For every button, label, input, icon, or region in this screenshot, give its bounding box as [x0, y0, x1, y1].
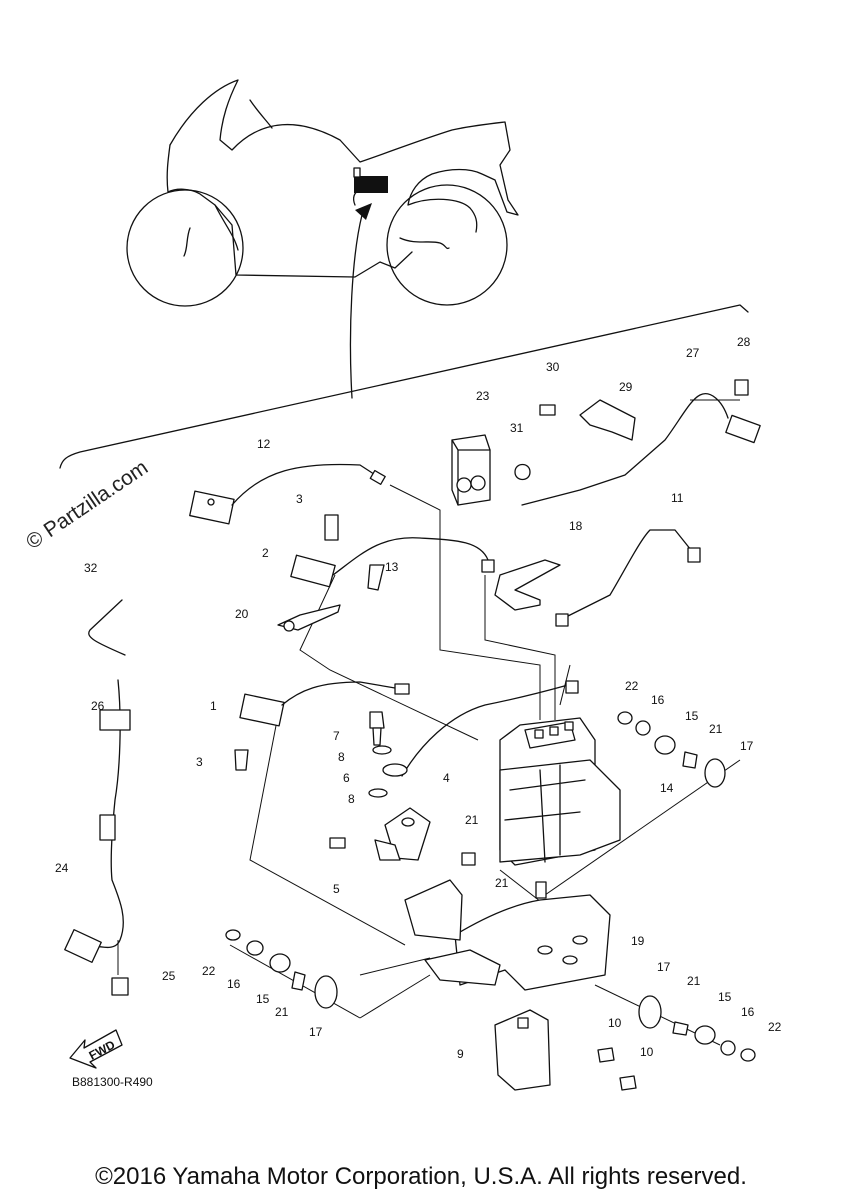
callout-10: 10: [608, 1016, 622, 1030]
callout-21: 21: [465, 813, 479, 827]
callout-4: 4: [443, 771, 450, 785]
diagram-code: B881300-R490: [72, 1075, 153, 1089]
callout-20: 20: [235, 607, 249, 621]
part-11-brake-hose: [555, 529, 701, 627]
callout-3: 3: [196, 755, 203, 769]
callout-16: 16: [741, 1005, 755, 1019]
callout-6: 6: [343, 771, 350, 785]
callout-28: 28: [737, 335, 751, 349]
callout-5: 5: [333, 882, 340, 896]
parts-6-7-8-union-bolt: [368, 711, 408, 798]
callout-17: 17: [657, 960, 671, 974]
part-27-rear-sensor-harness: [514, 379, 761, 506]
callout-12: 12: [257, 437, 271, 451]
part-2-bracket-assembly: [277, 514, 495, 632]
part-19-mounting-bracket: [404, 879, 611, 991]
callout-32: 32: [84, 561, 98, 575]
callout-24: 24: [55, 861, 69, 875]
motorcycle-outline: [126, 79, 519, 399]
grommet-set-lower: [638, 995, 756, 1062]
callout-21: 21: [495, 876, 509, 890]
callout-17: 17: [740, 739, 754, 753]
part-23-relay: [451, 434, 491, 506]
callout-3: 3: [296, 492, 303, 506]
callout-30: 30: [546, 360, 560, 374]
callout-9: 9: [457, 1047, 464, 1061]
callout-26: 26: [91, 699, 105, 713]
callout-labels: 1 2 3 3 4 5 6 7 8 8 9 10 10 11 12 13 14 …: [55, 335, 782, 1061]
callout-17: 17: [309, 1025, 323, 1039]
grommet-set-left: [225, 929, 338, 1009]
callout-7: 7: [333, 729, 340, 743]
part-14-hydraulic-unit: [499, 717, 621, 866]
callout-22: 22: [202, 964, 216, 978]
callout-15: 15: [256, 992, 270, 1006]
callout-11: 11: [671, 491, 684, 505]
part-12-pressure-sensor: [189, 463, 386, 525]
callout-22: 22: [768, 1020, 782, 1034]
callout-8: 8: [338, 750, 345, 764]
callout-18: 18: [569, 519, 583, 533]
part-9-bracket-block: [494, 1009, 551, 1091]
grommet-set-right: [617, 711, 726, 788]
callout-21: 21: [709, 722, 723, 736]
callout-15: 15: [685, 709, 699, 723]
callout-16: 16: [227, 977, 241, 991]
callout-1: 1: [210, 699, 217, 713]
fwd-arrow-icon: FWD: [69, 1029, 123, 1069]
callout-10: 10: [640, 1045, 654, 1059]
part-24-front-wheel-sensor: [64, 679, 131, 996]
callout-31: 31: [510, 421, 524, 435]
callout-22: 22: [625, 679, 639, 693]
part-18-pad: [494, 559, 561, 611]
callout-29: 29: [619, 380, 633, 394]
callout-15: 15: [718, 990, 732, 1004]
section-divider: [59, 304, 749, 469]
callout-16: 16: [651, 693, 665, 707]
part-1-pressure-sensor: [234, 680, 579, 777]
part-4-valve-block: [329, 807, 431, 861]
callout-13: 13: [385, 560, 399, 574]
bolts-misc: [461, 852, 637, 1091]
callout-25: 25: [162, 969, 176, 983]
callout-8: 8: [348, 792, 355, 806]
callout-19: 19: [631, 934, 645, 948]
part-32-wire-clip: [88, 599, 126, 656]
callout-23: 23: [476, 389, 490, 403]
callout-21: 21: [687, 974, 701, 988]
callout-21: 21: [275, 1005, 289, 1019]
copyright-notice: ©2016 Yamaha Motor Corporation, U.S.A. A…: [95, 1163, 747, 1190]
callout-27: 27: [686, 346, 700, 360]
callout-14: 14: [660, 781, 674, 795]
callout-2: 2: [262, 546, 269, 560]
